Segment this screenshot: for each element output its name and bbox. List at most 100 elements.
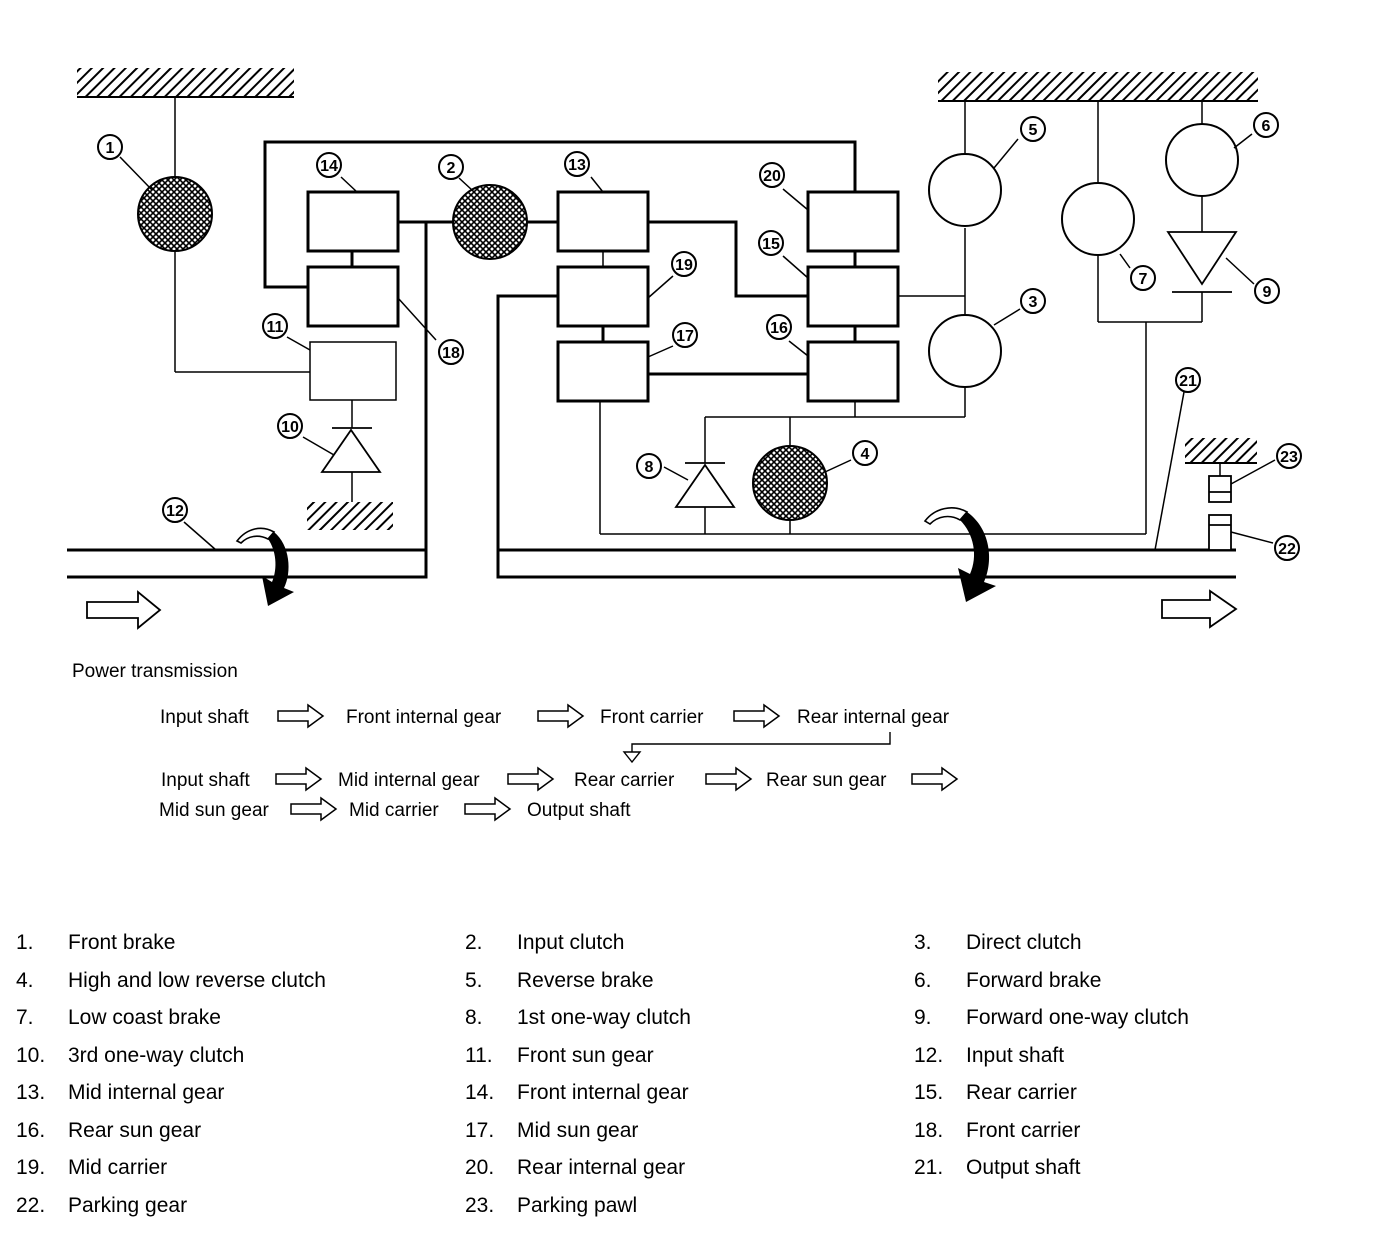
svg-text:4: 4 bbox=[861, 446, 870, 463]
legend-number: 5. bbox=[465, 968, 483, 992]
legend-label: Front brake bbox=[68, 931, 176, 954]
legend-number: 6. bbox=[914, 968, 932, 992]
flow-step: Rear sun gear bbox=[766, 770, 887, 791]
svg-text:16: 16 bbox=[770, 320, 788, 337]
gear-blocks bbox=[306, 190, 900, 403]
svg-text:7: 7 bbox=[1139, 271, 1148, 288]
parking-gear-shape bbox=[1208, 514, 1232, 551]
callout-22: 22 bbox=[1274, 535, 1300, 561]
legend-label: Direct clutch bbox=[966, 931, 1082, 954]
flow-step: Input shaft bbox=[161, 770, 250, 791]
svg-text:5: 5 bbox=[1029, 122, 1038, 139]
parking-pawl-shape bbox=[1208, 475, 1232, 503]
svg-text:14: 14 bbox=[320, 158, 338, 175]
callout-13: 13 bbox=[564, 151, 590, 177]
mid-carrier-block bbox=[556, 265, 650, 328]
svg-text:17: 17 bbox=[676, 328, 694, 345]
output-direction-arrow bbox=[1161, 589, 1238, 629]
legend-label: Front carrier bbox=[966, 1118, 1081, 1142]
callout-14: 14 bbox=[316, 152, 342, 178]
forward-brake-circle bbox=[1165, 123, 1239, 197]
legend-number: 21. bbox=[914, 1156, 944, 1179]
flow-step: Front carrier bbox=[600, 707, 704, 728]
svg-text:10: 10 bbox=[281, 419, 299, 436]
svg-text:22: 22 bbox=[1278, 541, 1296, 558]
callout-8: 8 bbox=[636, 453, 662, 479]
svg-text:18: 18 bbox=[442, 345, 460, 362]
svg-text:2: 2 bbox=[447, 160, 456, 177]
flow-arrow bbox=[733, 703, 781, 729]
callout-7: 7 bbox=[1130, 265, 1156, 291]
callout-10: 10 bbox=[277, 413, 303, 439]
flow-step: Rear internal gear bbox=[797, 707, 950, 728]
callout-16: 16 bbox=[766, 314, 792, 340]
callout-4: 4 bbox=[852, 440, 878, 466]
first-one-way-clutch-symbol bbox=[674, 462, 736, 508]
legend-number: 13. bbox=[16, 1081, 46, 1104]
svg-text:3: 3 bbox=[1029, 294, 1038, 311]
flow-wrap-connector bbox=[631, 732, 891, 752]
legend-label: Front sun gear bbox=[517, 1043, 654, 1067]
legend-label: Rear sun gear bbox=[68, 1118, 202, 1142]
svg-text:23: 23 bbox=[1280, 449, 1298, 466]
legend-label: Output shaft bbox=[966, 1156, 1081, 1179]
legend-number: 18. bbox=[914, 1118, 944, 1142]
legend-label: High and low reverse clutch bbox=[68, 968, 326, 992]
flow-arrow bbox=[507, 766, 555, 792]
thick-links bbox=[67, 140, 1236, 579]
flow-wrap-arrowhead bbox=[622, 751, 642, 764]
callout-20: 20 bbox=[759, 162, 785, 188]
legend-number: 20. bbox=[465, 1156, 495, 1179]
high-low-reverse-clutch-circle bbox=[752, 445, 828, 521]
callout-1: 1 bbox=[97, 134, 123, 160]
flow-title: Power transmission bbox=[72, 661, 238, 682]
legend-label: Parking pawl bbox=[517, 1193, 638, 1217]
legend-label: Low coast brake bbox=[68, 1006, 221, 1029]
flow-step: Output shaft bbox=[527, 800, 631, 821]
front-internal-gear-block bbox=[306, 190, 400, 253]
legend-number: 9. bbox=[914, 1006, 932, 1029]
rear-internal-gear-block bbox=[806, 190, 900, 253]
svg-text:9: 9 bbox=[1263, 284, 1272, 301]
legend-label: Mid internal gear bbox=[68, 1081, 225, 1104]
ground-hatch-parking bbox=[1185, 438, 1257, 464]
flow-arrow bbox=[275, 766, 323, 792]
legend-number: 23. bbox=[465, 1193, 495, 1217]
thin-links bbox=[174, 97, 1221, 535]
legend-number: 1. bbox=[16, 931, 34, 954]
flow-step: Rear carrier bbox=[574, 770, 675, 791]
flow-step: Mid carrier bbox=[349, 800, 439, 821]
legend-number: 7. bbox=[16, 1006, 34, 1029]
svg-text:11: 11 bbox=[267, 319, 284, 336]
callout-17: 17 bbox=[672, 322, 698, 348]
callout-2: 2 bbox=[438, 154, 464, 180]
svg-text:1: 1 bbox=[106, 140, 115, 157]
callout-23: 23 bbox=[1276, 443, 1302, 469]
legend-label: Parking gear bbox=[68, 1193, 188, 1217]
legend-label: Rear carrier bbox=[966, 1081, 1077, 1104]
rotation-arrow-input bbox=[235, 527, 294, 606]
legend-number: 2. bbox=[465, 931, 483, 954]
mid-internal-gear-block bbox=[556, 190, 650, 253]
callout-9: 9 bbox=[1254, 278, 1280, 304]
legend-label: 3rd one-way clutch bbox=[68, 1043, 245, 1067]
ground-hatch-right bbox=[938, 72, 1258, 102]
legend-label: Input shaft bbox=[966, 1043, 1065, 1067]
legend-number: 8. bbox=[465, 1006, 483, 1029]
input-direction-arrow bbox=[86, 590, 162, 630]
legend-label: Forward brake bbox=[966, 968, 1102, 992]
clutch-brake-circles bbox=[137, 123, 1239, 521]
callout-12: 12 bbox=[162, 497, 188, 523]
callout-21: 21 bbox=[1175, 367, 1201, 393]
ground-hatch-left bbox=[77, 68, 294, 98]
rear-sun-gear-block bbox=[806, 340, 900, 403]
parking-parts bbox=[1208, 475, 1232, 551]
legend-number: 19. bbox=[16, 1156, 46, 1179]
svg-text:21: 21 bbox=[1179, 373, 1197, 390]
low-coast-brake-circle bbox=[1061, 182, 1135, 256]
legend-number: 17. bbox=[465, 1118, 495, 1142]
svg-text:8: 8 bbox=[645, 459, 654, 476]
input-clutch-circle bbox=[452, 184, 528, 260]
